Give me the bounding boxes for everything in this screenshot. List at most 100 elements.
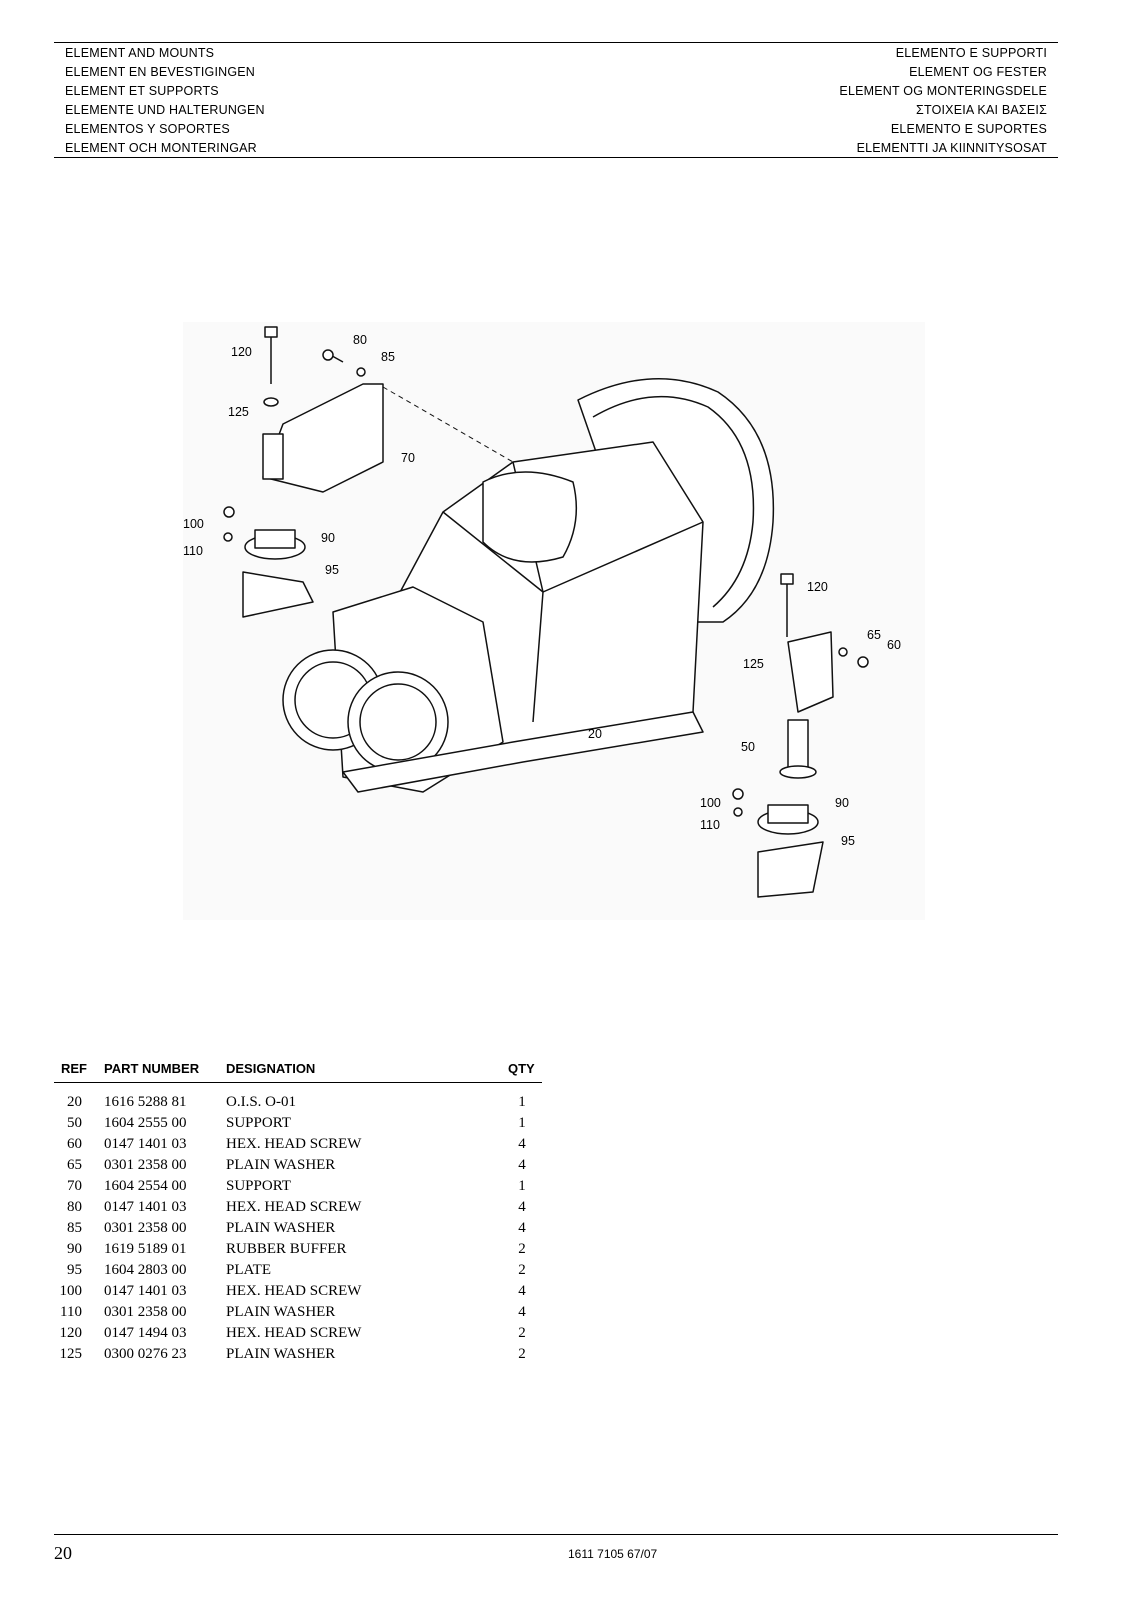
cell-ref: 90 [67,1241,82,1257]
cell-designation: SUPPORT [226,1178,291,1194]
callout-95-left: 95 [325,563,339,577]
table-row: 100 0147 1401 03 HEX. HEAD SCREW 4 [54,1282,542,1303]
callout-70: 70 [401,451,415,465]
header-ref: REF [61,1061,87,1076]
callout-90-left: 90 [321,531,335,545]
callout-120-top: 120 [231,345,252,359]
footer-divider [54,1534,1058,1535]
parts-table-body: 20 1616 5288 81 O.I.S. O-01 1 50 1604 25… [54,1093,542,1366]
exploded-parts-diagram: 120 80 85 125 70 100 110 90 95 120 65 60… [183,322,925,920]
callout-120-right: 120 [807,580,828,594]
cell-qty: 2 [518,1346,526,1362]
header-part-number: PART NUMBER [104,1061,200,1076]
callout-125-right: 125 [743,657,764,671]
header-title-it: ELEMENTO E SUPPORTI [895,46,1047,60]
callout-60: 60 [887,638,901,652]
header-left-titles: ELEMENT AND MOUNTS ELEMENT EN BEVESTIGIN… [65,44,265,158]
table-row: 110 0301 2358 00 PLAIN WASHER 4 [54,1303,542,1324]
cell-designation: RUBBER BUFFER [226,1241,347,1257]
callout-110-left: 110 [183,544,203,558]
header-title-pt: ELEMENTO E SUPORTES [890,122,1047,136]
cell-designation: HEX. HEAD SCREW [226,1283,362,1299]
cell-ref: 65 [67,1157,82,1173]
callout-20: 20 [588,727,602,741]
cell-ref: 50 [67,1115,82,1131]
header-title-de: ELEMENTE UND HALTERUNGEN [65,103,265,117]
header-title-fr: ELEMENT ET SUPPORTS [65,84,219,98]
cell-ref: 95 [67,1262,82,1278]
cell-qty: 1 [518,1115,526,1131]
callout-65: 65 [867,628,881,642]
table-row: 80 0147 1401 03 HEX. HEAD SCREW 4 [54,1198,542,1219]
table-row: 70 1604 2554 00 SUPPORT 1 [54,1177,542,1198]
table-row: 95 1604 2803 00 PLATE 2 [54,1261,542,1282]
callout-80: 80 [353,333,367,347]
cell-part-number: 0147 1401 03 [104,1136,187,1152]
cell-part-number: 1604 2803 00 [104,1262,187,1278]
callout-90-right: 90 [835,796,849,810]
mounts-drawing [223,326,869,898]
table-row: 85 0301 2358 00 PLAIN WASHER 4 [54,1219,542,1240]
cell-qty: 4 [518,1304,526,1320]
cell-ref: 80 [67,1199,82,1215]
cell-ref: 20 [67,1094,82,1110]
callout-110-right: 110 [700,818,720,832]
table-row: 60 0147 1401 03 HEX. HEAD SCREW 4 [54,1135,542,1156]
cell-qty: 2 [518,1241,526,1257]
cell-part-number: 1604 2554 00 [104,1178,187,1194]
cell-ref: 70 [67,1178,82,1194]
table-row: 65 0301 2358 00 PLAIN WASHER 4 [54,1156,542,1177]
cell-ref: 110 [60,1304,82,1320]
table-row: 90 1619 5189 01 RUBBER BUFFER 2 [54,1240,542,1261]
cell-designation: PLAIN WASHER [226,1220,336,1236]
cell-part-number: 0147 1401 03 [104,1283,187,1299]
cell-ref: 120 [59,1325,83,1341]
table-row: 120 0147 1494 03 HEX. HEAD SCREW 2 [54,1324,542,1345]
cell-qty: 1 [518,1094,526,1110]
cell-part-number: 1616 5288 81 [104,1094,187,1110]
cell-designation: PLATE [226,1262,271,1278]
header-designation: DESIGNATION [226,1061,316,1076]
cell-qty: 4 [518,1220,526,1236]
header-title-en: ELEMENT AND MOUNTS [65,46,215,60]
cell-ref: 85 [67,1220,82,1236]
table-row: 20 1616 5288 81 O.I.S. O-01 1 [54,1093,542,1114]
cell-designation: PLAIN WASHER [226,1157,336,1173]
callout-85: 85 [381,350,395,364]
callout-125-top: 125 [228,405,249,419]
cell-designation: HEX. HEAD SCREW [226,1199,362,1215]
header-qty: QTY [508,1061,535,1076]
callout-100-right: 100 [700,796,721,810]
cell-designation: HEX. HEAD SCREW [226,1325,362,1341]
header-title-no: ELEMENT OG FESTER [909,65,1047,79]
cell-designation: O.I.S. O-01 [226,1094,296,1110]
document-number: 1611 7105 67/07 [568,1547,658,1561]
cell-ref: 100 [59,1283,83,1299]
cell-designation: HEX. HEAD SCREW [226,1136,362,1152]
cell-designation: SUPPORT [226,1115,291,1131]
cell-ref: 125 [59,1346,83,1362]
cell-qty: 2 [518,1325,526,1341]
compressor-element-drawing [282,378,775,793]
table-row: 125 0300 0276 23 PLAIN WASHER 2 [54,1345,542,1366]
cell-part-number: 0301 2358 00 [104,1157,187,1173]
cell-qty: 4 [518,1136,526,1152]
header-title-da: ELEMENT OG MONTERINGSDELE [839,84,1047,98]
header-title-nl: ELEMENT EN BEVESTIGINGEN [65,65,256,79]
cell-ref: 60 [67,1136,82,1152]
header-title-el: ΣΤΟΙΧΕΙΑ ΚΑΙ ΒΑΣΕΙΣ [916,103,1047,117]
cell-designation: PLAIN WASHER [226,1346,336,1362]
cell-qty: 1 [518,1178,526,1194]
callout-100-left: 100 [183,517,204,531]
cell-part-number: 0147 1401 03 [104,1199,187,1215]
cell-qty: 4 [518,1157,526,1173]
parts-table-header: REF PART NUMBER DESIGNATION QTY [54,1058,542,1083]
page-number: 20 [54,1543,72,1563]
page-header: ELEMENT AND MOUNTS ELEMENT EN BEVESTIGIN… [54,42,1058,158]
alignment-line [382,386,514,463]
table-row: 50 1604 2555 00 SUPPORT 1 [54,1114,542,1135]
header-title-sv: ELEMENT OCH MONTERINGAR [65,141,257,155]
cell-qty: 2 [518,1262,526,1278]
cell-part-number: 1604 2555 00 [104,1115,187,1131]
callout-95-right: 95 [841,834,855,848]
